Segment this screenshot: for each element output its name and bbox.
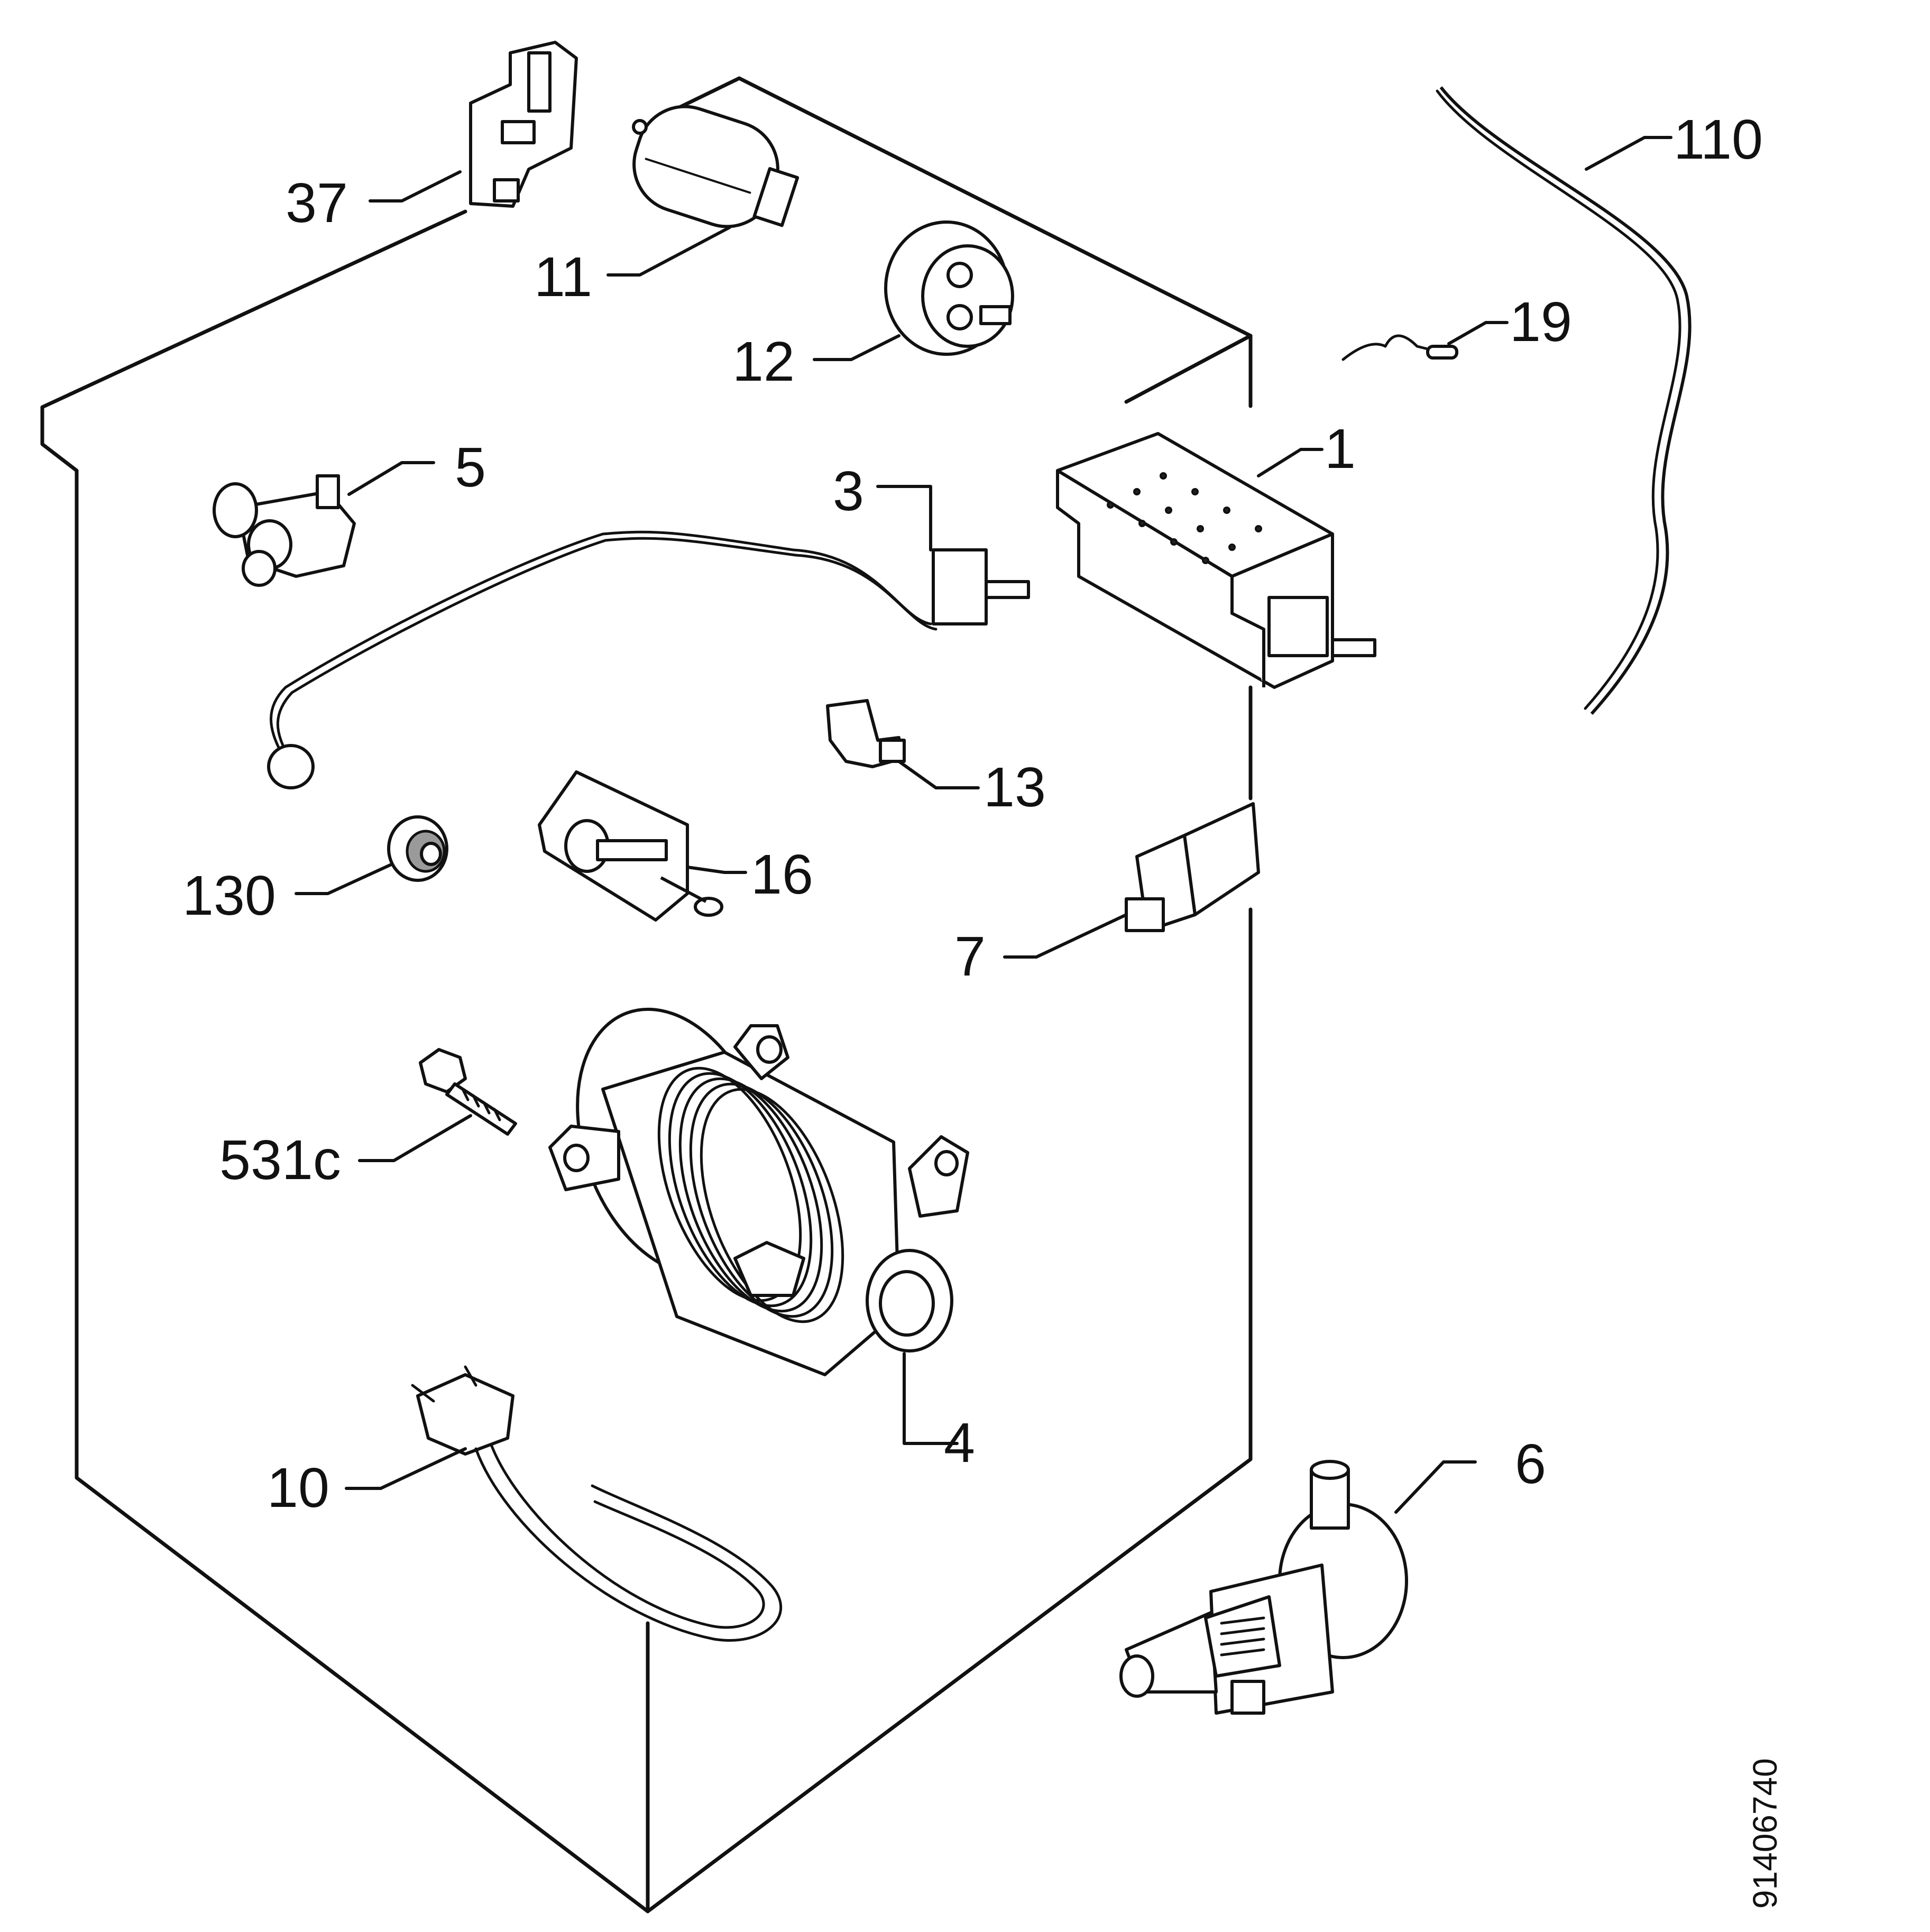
- label-part-130: 130: [182, 864, 276, 927]
- part-5-valve: [213, 474, 356, 587]
- label-part-13: 13: [984, 756, 1046, 818]
- label-part-4: 4: [944, 1412, 975, 1474]
- label-part-16: 16: [751, 843, 813, 906]
- part-37-bracket: [469, 41, 578, 208]
- part-4-motor: [548, 1007, 969, 1376]
- motor-winding-rings: [657, 1066, 844, 1323]
- cabinet-outline: [40, 76, 1253, 1913]
- part-110-hose: [1436, 86, 1692, 715]
- leader-lines: [295, 136, 1672, 1514]
- part-130-grommet: [387, 815, 448, 882]
- part-12-pressure-switch: [884, 220, 1014, 356]
- label-part-3: 3: [833, 460, 864, 522]
- part-labels: 37 11 12 110 19 1 5 3 13 130 16 7 531c 4…: [182, 108, 1784, 1909]
- label-part-531c: 531c: [219, 1129, 341, 1191]
- label-part-11: 11: [534, 246, 592, 308]
- label-part-110: 110: [1674, 108, 1763, 171]
- part-13-connector: [826, 699, 906, 768]
- label-part-7: 7: [954, 925, 986, 988]
- label-part-19: 19: [1510, 291, 1572, 353]
- label-part-10: 10: [267, 1457, 329, 1519]
- label-part-1: 1: [1325, 418, 1356, 480]
- part-6-drain-pump: [1119, 1460, 1408, 1715]
- label-part-5: 5: [455, 436, 486, 499]
- label-part-6: 6: [1515, 1433, 1546, 1495]
- part-3-thermostat: [267, 530, 1030, 789]
- part-19-clip: [1341, 334, 1458, 361]
- part-1-electronic-module: [1056, 432, 1376, 689]
- part-7-door-lock: [1125, 802, 1260, 932]
- part-10-heating-element: [411, 1365, 783, 1642]
- drawing-code: 91406740: [1746, 1758, 1784, 1909]
- label-part-37: 37: [286, 172, 348, 234]
- part-16-door-interlock: [538, 770, 723, 922]
- part-531c-screw: [419, 1048, 517, 1136]
- module-vent-dots: [1107, 472, 1262, 564]
- part-11-capacitor: [632, 105, 799, 228]
- label-part-12: 12: [732, 330, 795, 393]
